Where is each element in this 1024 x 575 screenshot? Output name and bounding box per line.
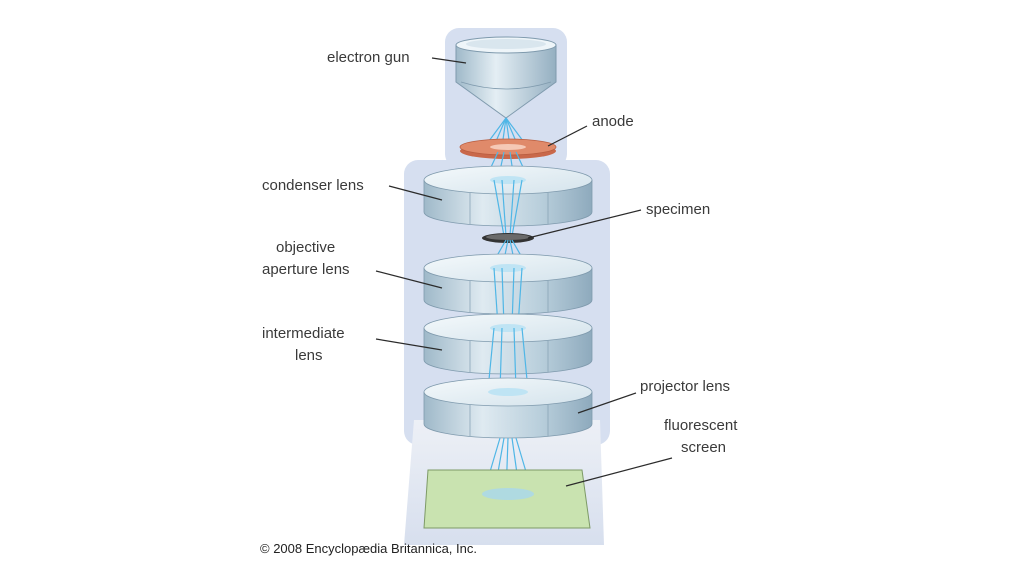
leader-condenser xyxy=(388,185,443,201)
leader-screen xyxy=(565,457,673,487)
copyright-notice: © 2008 Encyclopædia Britannica, Inc. xyxy=(260,541,477,556)
electron-gun xyxy=(455,36,557,119)
leader-specimen xyxy=(527,209,642,239)
leader-intermediate xyxy=(375,338,443,351)
leader-lines xyxy=(375,57,673,487)
objective-aperture-lens xyxy=(423,253,593,315)
fluorescent-screen xyxy=(423,469,591,529)
intermediate-lens xyxy=(423,313,593,375)
leader-projector xyxy=(577,392,637,414)
label-anode: anode xyxy=(592,113,634,130)
label-specimen: specimen xyxy=(646,201,710,218)
label-intermediate-line2: lens xyxy=(295,347,323,364)
label-objective-line1: objective xyxy=(276,239,335,256)
label-fluorescent-line1: fluorescent xyxy=(664,417,738,434)
leader-anode xyxy=(547,125,588,147)
electron-beam-condenser xyxy=(493,179,523,237)
specimen xyxy=(482,233,534,243)
leader-objective xyxy=(375,270,443,289)
projector-lens xyxy=(423,377,593,439)
label-fluorescent-line2: screen xyxy=(681,439,726,456)
condenser-lens xyxy=(423,165,593,227)
anode xyxy=(459,138,557,159)
label-objective-line2: aperture lens xyxy=(262,261,350,278)
leader-electron-gun xyxy=(431,57,467,64)
labels: electron gun anode condenser lens specim… xyxy=(262,49,738,456)
label-projector-lens: projector lens xyxy=(640,378,730,395)
label-condenser-lens: condenser lens xyxy=(262,177,364,194)
label-electron-gun: electron gun xyxy=(327,49,410,66)
label-intermediate-line1: intermediate xyxy=(262,325,345,342)
